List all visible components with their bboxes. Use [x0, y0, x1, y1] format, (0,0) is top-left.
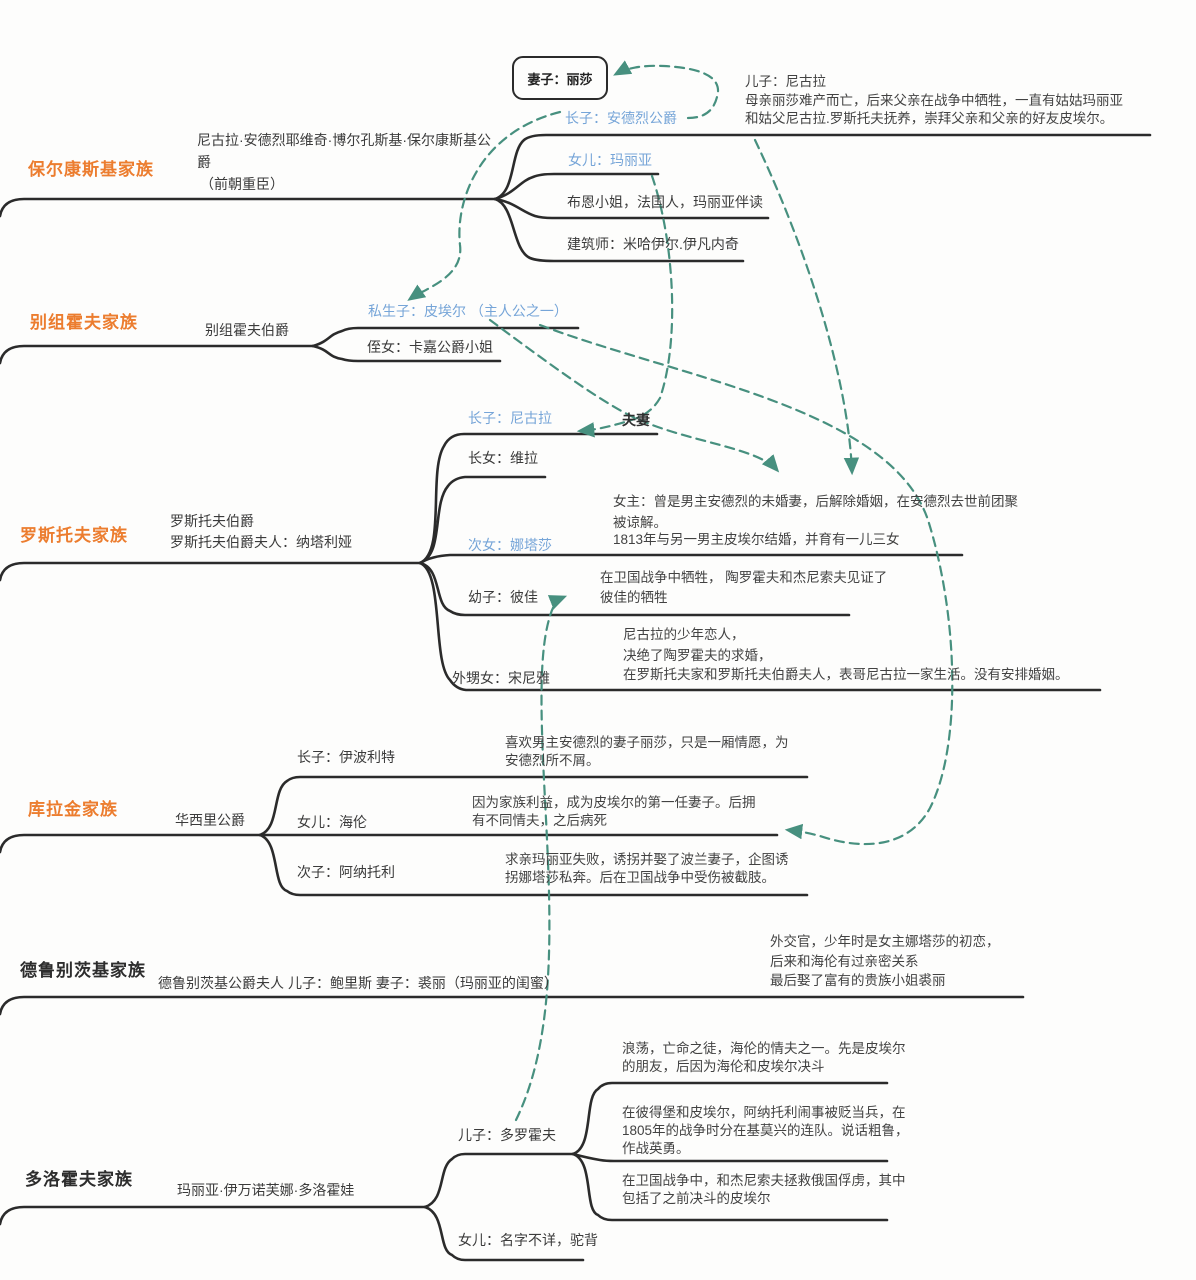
- sonya-note-line3: 在罗斯托夫家和罗斯托夫伯爵夫人，表哥尼古拉一家生活。没有安排婚姻。: [623, 667, 1069, 682]
- dolokhov-daughter-line: [423, 1205, 585, 1262]
- member-sonya: 外甥女：宋尼雅: [452, 670, 550, 686]
- anatole-note-line1: 求亲玛丽亚失败，诱拐并娶了波兰妻子，企图诱: [505, 852, 789, 867]
- member-andrei: 长子：安德烈公爵: [565, 110, 677, 126]
- kuragin-main-line: [0, 833, 262, 854]
- member-petya: 幼子：彼佳: [468, 589, 538, 605]
- boris-note-line2: 后来和海伦有过亲密关系: [770, 954, 919, 969]
- member-helen: 女儿：海伦: [297, 814, 367, 830]
- family-bolkonsky-label: 保尔康斯基家族: [28, 160, 154, 179]
- ippolit-note-line2: 安德烈所不屑。: [505, 753, 600, 768]
- rostov-parent-line1: 罗斯托夫伯爵: [170, 513, 254, 529]
- petya-note-line2: 彼佳的牺牲: [600, 590, 668, 605]
- andrei-son-note-line3: 和姑父尼古拉.罗斯托夫抚养，崇拜父亲和父亲的好友皮埃尔。: [745, 111, 1114, 126]
- natasha-note-line2: 被谅解。: [613, 515, 667, 530]
- connector-andrei-to-pierre: [407, 110, 562, 301]
- helen-note-line1: 因为家族利益，成为皮埃尔的第一任妻子。后拥: [472, 795, 756, 810]
- anatole-note-line2: 拐娜塔莎私奔。后在卫国战争中受伤被截肢。: [505, 870, 775, 885]
- drubetskoy-main-line: [0, 995, 1025, 1016]
- dolokhov-note1-line1: 浪荡，亡命之徒，海伦的情夫之一。先是皮埃尔: [622, 1041, 906, 1056]
- helen-note-line2: 有不同情夫，之后病死: [472, 813, 607, 828]
- member-ippolit: 长子：伊波利特: [297, 749, 395, 765]
- connector-maria-to-nikolai: [576, 174, 674, 438]
- connector-pierre-to-helen: [538, 323, 954, 846]
- petya-note-line1: 在卫国战争中牺牲， 陶罗霍夫和杰尼索夫见证了: [600, 570, 888, 585]
- andrei-son-note-line1: 儿子：尼古拉: [745, 74, 826, 89]
- member-architect: 建筑师：米哈伊尔.伊凡内奇: [567, 236, 739, 252]
- sonya-note-line2: 决绝了陶罗霍夫的求婚，: [623, 648, 772, 663]
- kuragin-ippolit-line: [258, 775, 809, 837]
- member-katya: 侄女：卡嘉公爵小姐: [367, 339, 493, 355]
- member-companion: 布恩小姐，法国人，玛丽亚伴读: [567, 194, 763, 210]
- kuragin-parent: 华西里公爵: [175, 812, 245, 828]
- dolokhov-note3-line: [571, 1152, 889, 1222]
- dolokhov-note3-line2: 包括了之前决斗的皮埃尔: [622, 1191, 771, 1206]
- dolokhov-parent: 玛丽亚·伊万诺芙娜·多洛霍娃: [177, 1182, 355, 1198]
- couple-label: 夫妻: [622, 412, 650, 428]
- andrei-son-note-line2: 母亲丽莎难产而亡，后来父亲在战争中牺牲，一直有姑姑玛丽亚: [745, 93, 1123, 108]
- bolkonsky-architect-line: [493, 197, 745, 263]
- member-boris: 儿子：鲍里斯 妻子：裘丽（玛丽亚的闺蜜）: [288, 975, 558, 991]
- member-dolokhov-son: 儿子：多罗霍夫: [458, 1127, 556, 1143]
- connector-pierre-to-natasha: [488, 318, 780, 473]
- member-nikolai: 长子：尼古拉: [468, 410, 552, 426]
- member-natasha: 次女：娜塔莎: [468, 537, 552, 553]
- natasha-note-line3: 1813年与另一男主皮埃尔结婚，并育有一儿三女: [613, 532, 900, 547]
- bolkonsky-main-line: [0, 197, 497, 218]
- member-anatole: 次子：阿纳托利: [297, 864, 395, 880]
- node-lisa-box: 妻子：丽莎: [512, 56, 608, 100]
- family-kuragin-label: 库拉金家族: [28, 800, 118, 819]
- sonya-note-line1: 尼古拉的少年恋人，: [623, 627, 745, 642]
- member-maria: 女儿：玛丽亚: [568, 152, 652, 168]
- family-dolokhov-label: 多洛霍夫家族: [25, 1170, 133, 1189]
- bezukhov-pierre-line: [311, 326, 580, 348]
- bolkonsky-andrei-line: [493, 133, 1152, 201]
- boris-note-line3: 最后娶了富有的贵族小姐裘丽: [770, 973, 946, 988]
- rostov-petya-line: [418, 561, 851, 617]
- rostov-sonya-line: [418, 561, 1102, 692]
- bolkonsky-parent-line2: 爵: [197, 154, 211, 170]
- bezukhov-parent: 别组霍夫伯爵: [205, 322, 289, 338]
- dolokhov-note2-line: [571, 1152, 889, 1163]
- rostov-nikolai-line: [418, 432, 659, 565]
- family-drubetskoy-label: 德鲁别茨基家族: [20, 961, 146, 980]
- bezukhov-main-line: [0, 344, 315, 365]
- dolokhov-son-line: [423, 1152, 575, 1209]
- bolkonsky-parent-line1: 尼古拉·安德烈耶维奇·博尔孔斯基·保尔康斯基公: [197, 132, 491, 148]
- rostov-parent-line2: 罗斯托夫伯爵夫人：纳塔利娅: [170, 534, 352, 550]
- member-dolokhov-daughter: 女儿：名字不详，驼背: [458, 1232, 598, 1248]
- dolokhov-note3-line1: 在卫国战争中，和杰尼索夫拯救俄国俘虏，其中: [622, 1173, 906, 1188]
- dolokhov-main-line: [0, 1205, 427, 1226]
- bezukhov-katya-line: [311, 344, 502, 363]
- natasha-note-line1: 女主：曾是男主安德烈的未婚妻，后解除婚姻，在安德烈去世前团聚: [613, 494, 1018, 509]
- rostov-vera-line: [418, 475, 547, 565]
- bolkonsky-parent-line3: （前朝重臣）: [200, 176, 284, 192]
- bolkonsky-companion-line: [493, 197, 770, 220]
- ippolit-note-line1: 喜欢男主安德烈的妻子丽莎，只是一厢情愿，为: [505, 735, 789, 750]
- connector-andrei-to-natasha: [753, 138, 860, 476]
- kuragin-anatole-line: [258, 833, 809, 897]
- rostov-natasha-line: [418, 553, 964, 565]
- connector-andrei-to-lisa: [613, 60, 720, 120]
- member-vera: 长女：维拉: [468, 450, 538, 466]
- rostov-main-line: [0, 561, 422, 582]
- drubetskoy-parent: 德鲁别茨基公爵夫人: [158, 975, 284, 991]
- connector-dolokhov-to-petya: [514, 595, 568, 1122]
- family-rostov-label: 罗斯托夫家族: [20, 526, 128, 545]
- dolokhov-note2-line3: 作战英勇。: [622, 1141, 690, 1156]
- member-pierre: 私生子：皮埃尔 （主人公之一）: [368, 303, 568, 319]
- dolokhov-note1-line: [571, 1081, 889, 1156]
- dolokhov-note2-line2: 1805年的战争时分在基莫兴的连队。说话粗鲁，: [622, 1123, 909, 1138]
- dolokhov-note2-line1: 在彼得堡和皮埃尔，阿纳托利闹事被贬当兵，在: [622, 1105, 906, 1120]
- family-bezukhov-label: 别组霍夫家族: [30, 313, 138, 332]
- boris-note-line1: 外交官，少年时是女主娜塔莎的初恋，: [770, 934, 1000, 949]
- dolokhov-note1-line2: 的朋友，后因为海伦和皮埃尔决斗: [622, 1059, 825, 1074]
- bolkonsky-maria-line: [493, 172, 660, 201]
